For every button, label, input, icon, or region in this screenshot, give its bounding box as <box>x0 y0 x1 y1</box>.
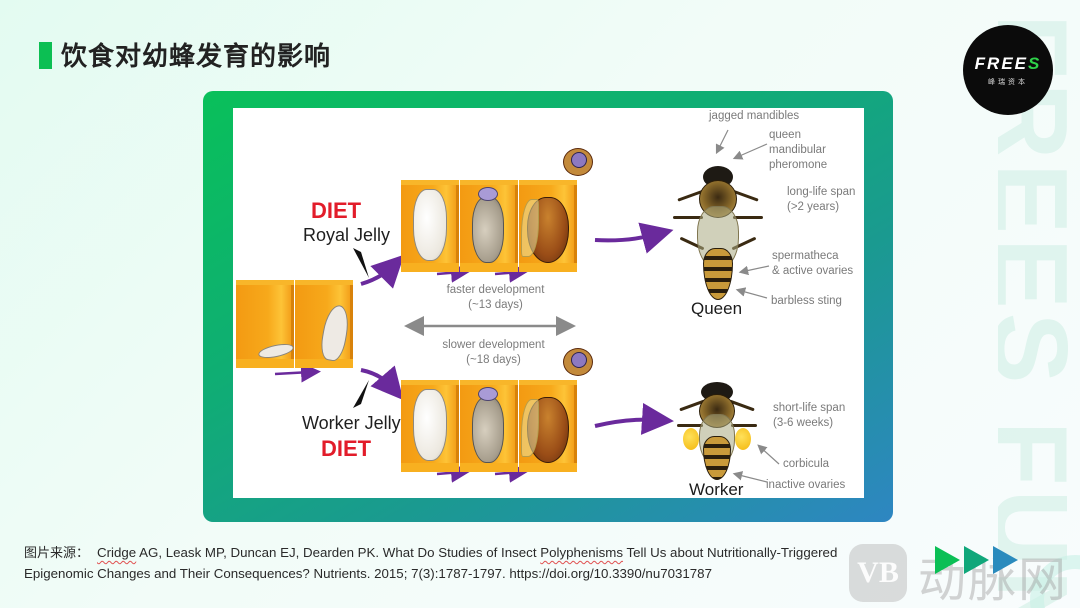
grey-pupa <box>472 197 504 263</box>
worker-development-cells <box>401 380 577 472</box>
queen-ovaries-label: spermatheca & active ovaries <box>772 250 854 277</box>
grey-pupa <box>472 397 504 463</box>
bee-wing <box>521 399 539 457</box>
royal-pointer-icon <box>353 248 369 278</box>
royal-jelly-label: Royal Jelly <box>303 225 391 245</box>
faster-development-note: faster development (~13 days) <box>446 284 545 311</box>
queen-lifespan-label: long-life span (>2 years) <box>787 186 856 213</box>
white-pupa <box>413 189 447 261</box>
queen-pheromone-label: queen mandibular pheromone <box>769 129 828 171</box>
queen-sting-label: barbless sting <box>771 295 842 307</box>
slower-development-note: slower development (~18 days) <box>442 339 545 366</box>
page-title: 饮食对幼蜂发育的影响 <box>61 42 332 72</box>
comb-cell <box>519 180 577 272</box>
young-larva <box>257 341 295 361</box>
adult-eye <box>571 352 587 368</box>
logo-subtitle: 峰瑞资本 <box>988 77 1028 86</box>
queen-label: Queen <box>691 299 743 318</box>
image-source-citation: 图片来源：Cridge AG, Leask MP, Duncan EJ, Dea… <box>24 543 924 584</box>
diagram-arrows <box>274 129 780 483</box>
watermark-logo-icon: VB <box>849 544 907 602</box>
queen-development-cells <box>401 180 577 272</box>
pupa-eye <box>478 387 498 401</box>
grown-larva <box>318 303 352 363</box>
worker-jelly-label: Worker Jelly <box>302 413 401 433</box>
worker-lifespan-label: short-life span (3-6 weeks) <box>773 402 846 429</box>
title-accent-bar <box>39 42 52 69</box>
play-arrow-icon <box>993 546 1018 574</box>
worker-bee-illustration <box>677 370 757 482</box>
white-pupa <box>413 389 447 461</box>
worker-corbicula-label: corbicula <box>783 458 830 470</box>
larva-comb-cells <box>236 280 353 368</box>
play-arrows-decoration <box>935 546 1018 574</box>
comb-cell <box>401 380 459 472</box>
bee-wing <box>521 199 539 257</box>
citation-line-1: 图片来源：Cridge AG, Leask MP, Duncan EJ, Dea… <box>24 545 838 561</box>
comb-cell <box>519 380 577 472</box>
worker-diet-label: DIET <box>321 436 372 461</box>
comb-cell <box>236 280 295 368</box>
comb-cell <box>460 180 518 272</box>
royal-diet-label: DIET <box>311 198 362 223</box>
comb-cell <box>401 180 459 272</box>
frees-logo: FREES 峰瑞资本 <box>963 25 1053 115</box>
worker-pointer-icon <box>353 380 369 408</box>
citation-line-2: Epigenomic Changes and Their Consequence… <box>24 566 712 581</box>
queen-mandibles-label: jagged mandibles <box>709 110 800 122</box>
worker-ovaries-label: inactive ovaries <box>766 479 846 491</box>
bee-development-diagram: DIET Royal Jelly Worker Jelly DIET <box>233 108 864 498</box>
play-arrow-icon <box>964 546 989 574</box>
adult-eye <box>571 152 587 168</box>
logo-wordmark: FREES <box>974 53 1042 73</box>
worker-label: Worker <box>689 480 744 498</box>
pupa-eye <box>478 187 498 201</box>
comb-cell <box>295 280 353 368</box>
queen-bee-illustration <box>673 150 763 300</box>
play-arrow-icon <box>935 546 960 574</box>
comb-cell <box>460 380 518 472</box>
